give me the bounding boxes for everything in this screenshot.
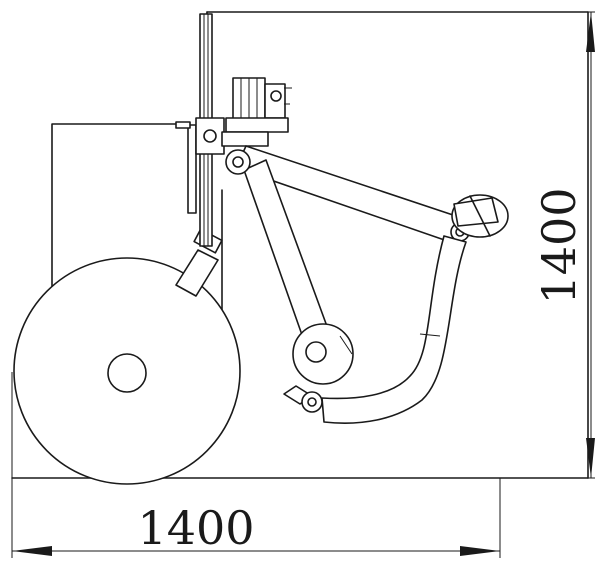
end-cap [451,194,509,238]
disk-bracket [175,228,223,297]
hub-wheel [292,323,354,385]
motor-head [221,77,292,147]
rear-housing-outline [51,123,223,331]
curved-guide-arm [321,235,467,424]
large-disk [13,257,241,485]
small-roller [283,385,323,413]
dimension-width-label: 1400 [137,501,254,555]
dimension-vertical: 1400 [532,11,595,479]
dimension-horizontal: 1400 [11,372,501,558]
dimension-height-label: 1400 [532,187,586,304]
vertical-column [175,13,225,247]
